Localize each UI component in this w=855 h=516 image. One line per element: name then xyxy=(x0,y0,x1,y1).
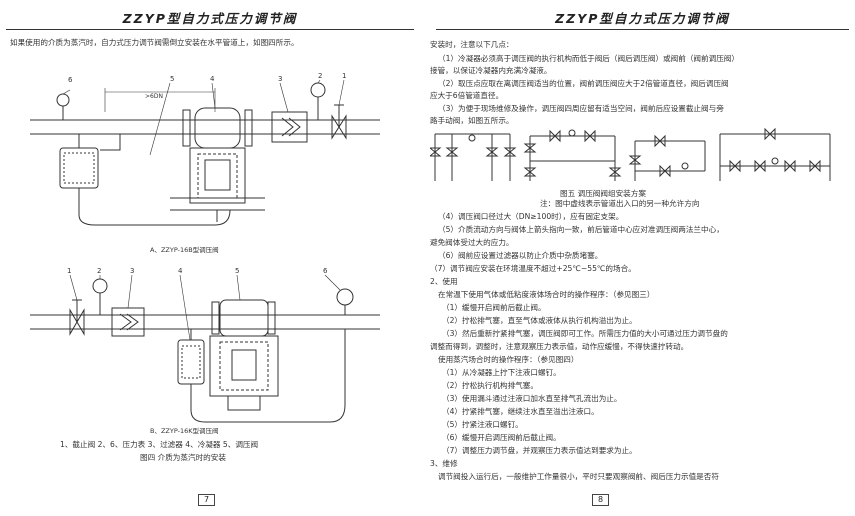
right-line2-10: 调整而得到，调整时，注意观察压力表示值，动作应缓慢，不得快速拧转动。 xyxy=(430,342,689,351)
right-line2-17: （6）缓慢开启调压阀前后截止阀。 xyxy=(442,433,561,442)
right-page-number: 8 xyxy=(592,494,610,506)
right-line2-19: 3、维修 xyxy=(430,459,458,468)
right-line2-15: （4）拧紧排气塞，继续注水直至溢出注液口。 xyxy=(442,407,599,416)
right-line2-9: （3）然后重新拧紧排气塞，调压阀即可工作。所需压力值的大小可通过压力调节盘的 xyxy=(442,329,728,338)
fig-b-callout-3: 3 xyxy=(130,267,134,275)
fig-a-caption: A、ZZYP-16B型调压阀 xyxy=(150,246,219,254)
right-line2-0: （4）调压阀口径过大（DN≥100时），应有固定支架。 xyxy=(438,212,624,221)
right-line-4: 应大于6倍管道直径。 xyxy=(430,91,504,100)
fig-b-callout-2: 2 xyxy=(97,267,101,275)
fig5-scheme-1 xyxy=(430,133,517,181)
right-line2-3: （6）阀前应设置过滤器以防止介质中杂质堵塞。 xyxy=(438,251,603,260)
fig-b-diagram xyxy=(30,274,380,423)
right-line2-6: 在常温下使用气体或低粘度液体场合时的操作程序：（参见图三） xyxy=(438,290,655,299)
fig-b-callout-6: 6 xyxy=(323,267,328,275)
fig5-scheme-4 xyxy=(719,127,831,181)
right-line2-1: （5）介质流动方向与阀体上箭头指向一致，前后管道中心应对准调压阀两法兰中心， xyxy=(438,225,724,234)
figure-5-drawing xyxy=(430,127,831,181)
left-intro-text: 如果使用的介质为蒸汽时，自力式压力调节阀需倒立安装在水平管道上，如图四所示。 xyxy=(10,38,299,47)
fig-a-callout-6: 6 xyxy=(68,76,73,84)
right-line-3: （2）取压点应取在离调压阀适当的位置，阀前调压阀应大于2倍管道直径，阀后调压阀 xyxy=(438,79,729,88)
right-line2-12: （1）从冷凝器上拧下注液口螺钉。 xyxy=(442,368,561,377)
right-line2-16: （5）拧紧注液口螺钉。 xyxy=(442,420,523,429)
right-line2-14: （3）使用漏斗通过注液口加水直至排气孔流出为止。 xyxy=(442,394,622,403)
right-line2-11: 使用蒸汽场合时的操作程序：（参见图四） xyxy=(438,355,579,364)
fig-b-caption: B、ZZYP-16K型调压阀 xyxy=(150,427,219,435)
figure-4-drawing: 6 5 4 3 2 1 >6DN 1 2 3 4 5 6 xyxy=(30,72,380,423)
fig-a-diagram xyxy=(30,79,380,226)
right-line2-7: （1）缓慢开启阀前后截止阀。 xyxy=(442,303,546,312)
left-header-title: ZZYP型自力式压力调节阀 xyxy=(122,11,298,26)
right-line2-2: 避免阀体受过大的应力。 xyxy=(430,238,514,247)
figure-legend: 1、截止阀 2、6、压力表 3、过滤器 4、冷凝器 5、调压阀 xyxy=(60,440,259,449)
right-line2-8: （2）拧松排气塞，直至气体或液体从执行机构溢出为止。 xyxy=(442,316,637,325)
fig-a-callout-1: 1 xyxy=(342,72,346,80)
right-line-2: 接管，以保证冷凝器内充满冷凝液。 xyxy=(430,66,552,75)
right-line-6: 路手动阀，如图五所示。 xyxy=(430,116,514,125)
fig-a-callout-3: 3 xyxy=(278,75,282,83)
left-header-rule xyxy=(6,29,414,30)
right-line2-13: （2）拧松执行机构排气塞。 xyxy=(442,381,538,390)
right-line-5: （3）为便于现场维修及操作，调压阀四周应留有适当空间，阀前后应设置截止阀与旁 xyxy=(438,104,724,113)
right-line2-4: （7）调节阀应安装在环境温度不超过+25℃~55℃的场合。 xyxy=(430,264,636,273)
right-line2-5: 2、使用 xyxy=(430,277,458,286)
right-line-0: 安装时，注意以下几点： xyxy=(430,40,514,49)
figure-5-note: 注：图中虚线表示管道出入口的另一种允许方向 xyxy=(540,199,700,208)
right-header-rule xyxy=(436,29,849,30)
right-line2-18: （7）调整压力调节盘，并观察压力表示值达到要求为止。 xyxy=(442,446,637,455)
right-line-1: （1）冷凝器必须高于调压阀的执行机构而低于阀后（阀后调压阀）或阀前（阀前调压阀） xyxy=(438,54,739,63)
fig-b-callout-4: 4 xyxy=(178,267,183,275)
right-line2-20: 调节阀投入运行后，一般维护工作量很小，平时只要观察阀前、阀后压力示值是否符 xyxy=(438,472,719,481)
left-page: ZZYP型自力式压力调节阀 如果使用的介质为蒸汽时，自力式压力调节阀需倒立安装在… xyxy=(0,0,420,516)
figure-4-caption: 图四 介质为蒸汽时的安装 xyxy=(140,453,226,462)
fig5-scheme-2 xyxy=(523,129,622,181)
fig5-scheme-3 xyxy=(628,134,706,181)
fig-a-dim-label: >6DN xyxy=(145,93,163,100)
right-page: ZZYP型自力式压力调节阀 安装时，注意以下几点： （1）冷凝器必须高于调压阀的… xyxy=(430,0,855,516)
fig-a-callout-4: 4 xyxy=(210,75,215,83)
right-header-title: ZZYP型自力式压力调节阀 xyxy=(555,11,730,26)
left-page-number: 7 xyxy=(198,494,216,506)
fig-b-callout-5: 5 xyxy=(235,267,239,275)
fig-b-callout-1: 1 xyxy=(67,267,71,275)
fig-a-callout-5: 5 xyxy=(170,75,174,83)
fig-a-callout-2: 2 xyxy=(318,72,322,80)
figure-5-caption: 图五 调压阀阀组安装方案 xyxy=(560,189,646,198)
